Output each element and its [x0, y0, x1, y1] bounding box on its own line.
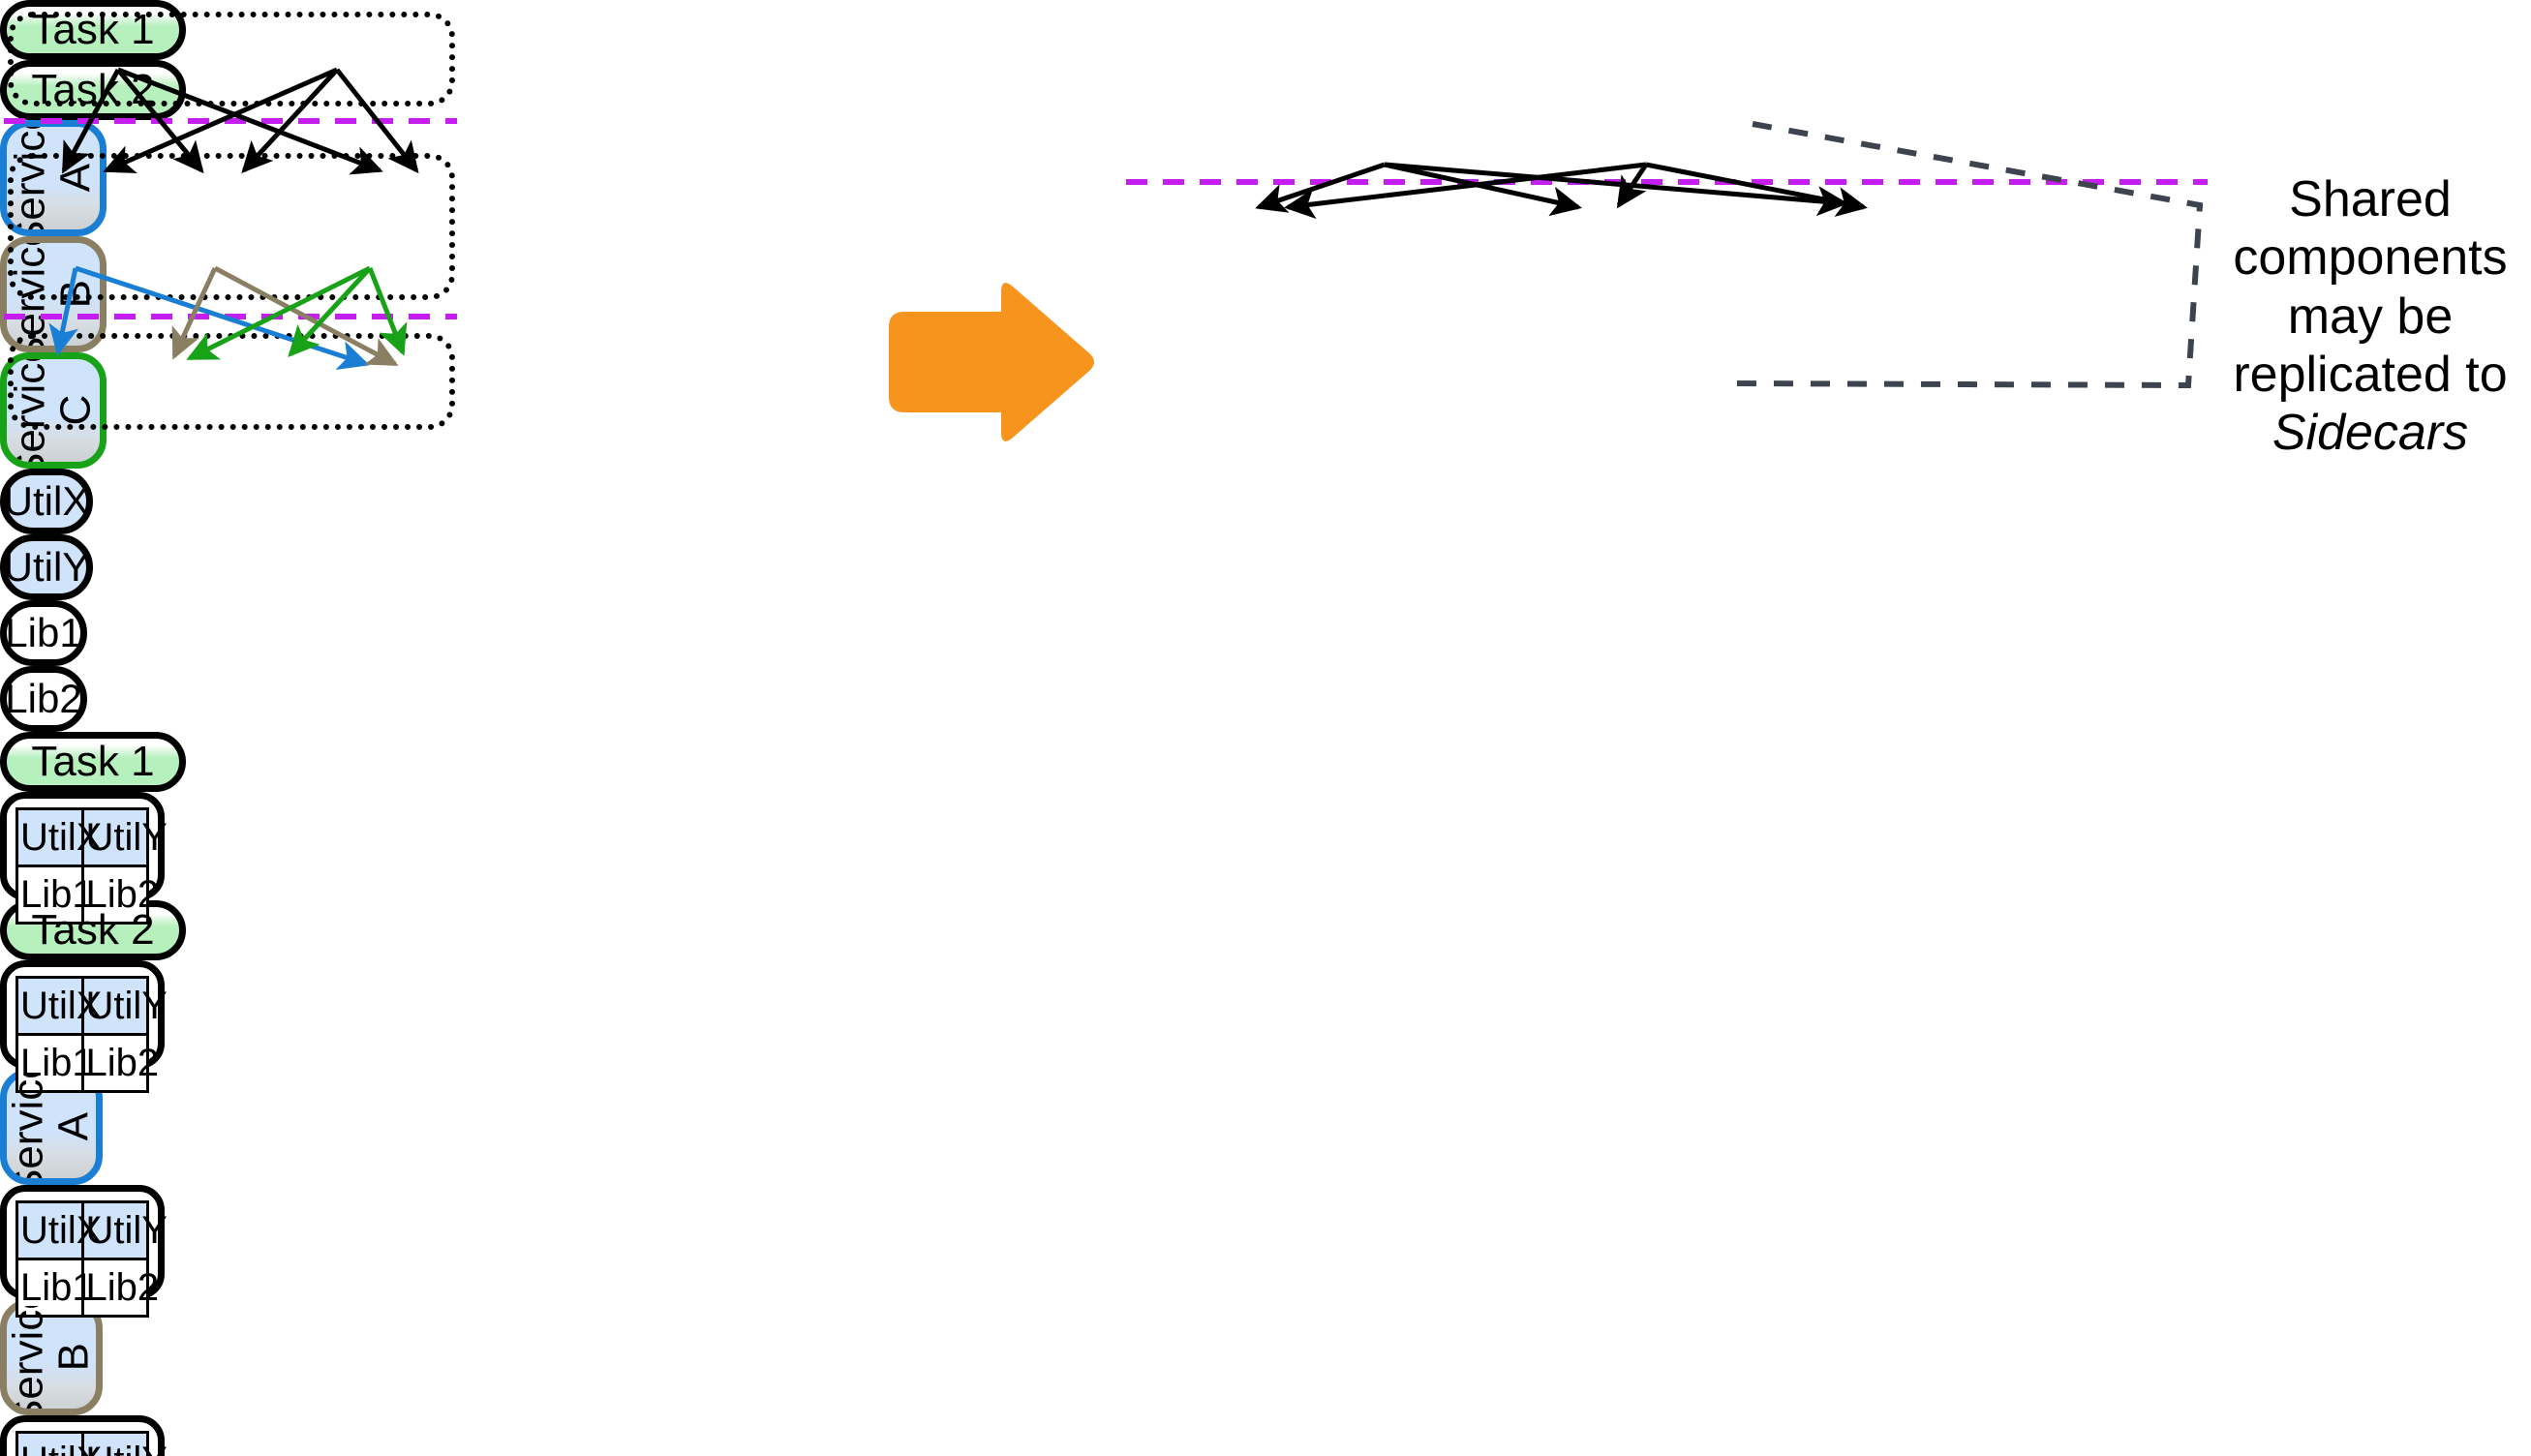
cell-utilx: UtilX — [17, 1433, 83, 1456]
sidecar-annotation: Shared components may be replicated to S… — [2217, 170, 2523, 463]
cell-utilx: UtilX — [17, 1202, 83, 1259]
right-task-1-label: Task 1 — [31, 741, 154, 783]
cell-utily: UtilY — [82, 978, 148, 1035]
table-row: UtilX UtilY — [17, 809, 148, 866]
right-service-a-label: Service A — [6, 1069, 96, 1185]
right-service-b-label: Service B — [6, 1299, 96, 1415]
right-task-1[interactable]: Task 1 — [0, 732, 186, 792]
annotation-line-2: components — [2217, 228, 2523, 287]
annotation-line-3: may be — [2217, 288, 2523, 346]
right-service-b-sidecar-table: UtilX UtilY Lib1 Lib2 — [15, 1431, 149, 1456]
right-task-1-sidecar[interactable]: UtilX UtilY Lib1 Lib2 — [0, 792, 165, 900]
right-service-a-sidecar[interactable]: UtilX UtilY Lib1 Lib2 — [0, 1185, 165, 1299]
cell-utilx: UtilX — [17, 978, 83, 1035]
right-task-service-edges — [1259, 165, 1864, 207]
right-task-1-sidecar-table: UtilX UtilY Lib1 Lib2 — [15, 807, 149, 925]
cell-utily: UtilY — [82, 1202, 148, 1259]
right-task-2-label: Task 2 — [31, 909, 154, 952]
sidecar-callout-line — [1733, 124, 2200, 385]
table-row: UtilX UtilY — [17, 978, 148, 1035]
annotation-line-4: replicated to — [2217, 346, 2523, 404]
right-service-a-sidecar-table: UtilX UtilY Lib1 Lib2 — [15, 1200, 149, 1318]
right-service-b-sidecar[interactable]: UtilX UtilY Lib1 Lib2 — [0, 1415, 165, 1456]
right-service-a[interactable]: Service A — [0, 1069, 103, 1185]
edges-under-layer — [0, 0, 2531, 728]
right-task-2-sidecar[interactable]: UtilX UtilY Lib1 Lib2 — [0, 960, 165, 1069]
cell-utily: UtilY — [82, 1433, 148, 1456]
table-row: UtilX UtilY — [17, 1433, 148, 1456]
diagram-canvas: Task 1 Task 2 Service A Service B Servic… — [0, 0, 2531, 728]
cell-utilx: UtilX — [17, 809, 83, 866]
cell-utily: UtilY — [82, 809, 148, 866]
annotation-line-5-sidecars: Sidecars — [2217, 404, 2523, 462]
table-row: UtilX UtilY — [17, 1202, 148, 1259]
right-service-b[interactable]: Service B — [0, 1299, 103, 1415]
annotation-line-1: Shared — [2217, 170, 2523, 228]
